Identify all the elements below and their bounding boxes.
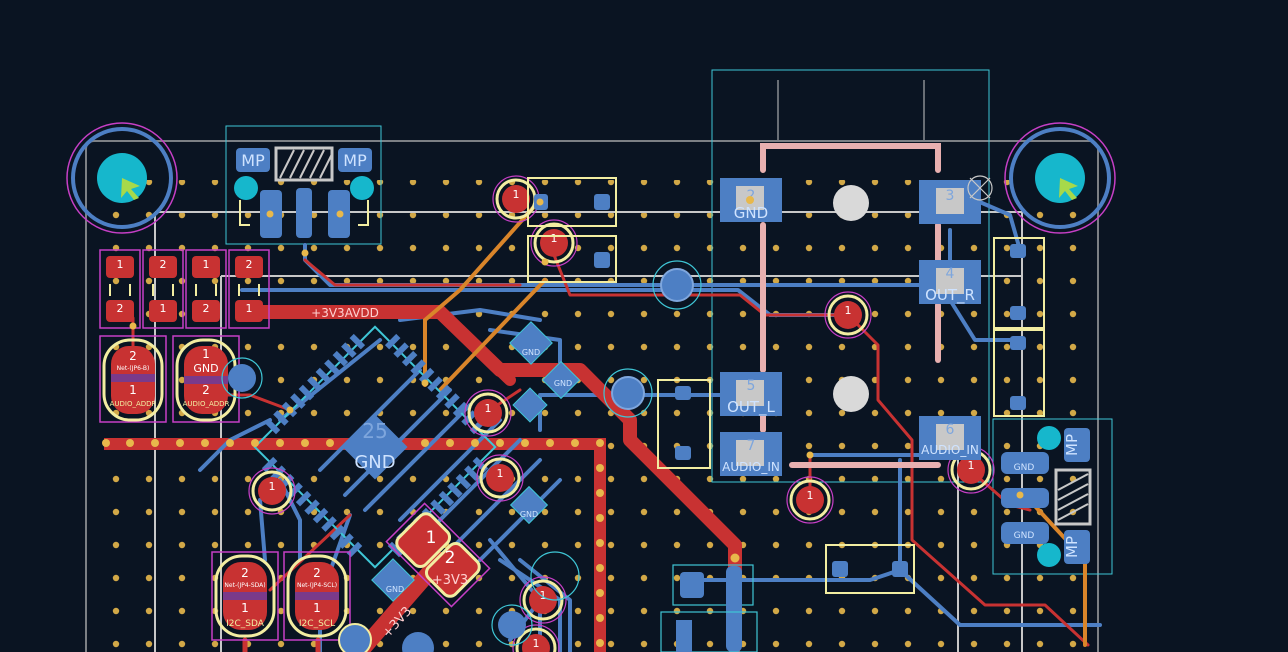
- cursor-arrow-icon: [1059, 178, 1078, 200]
- jumper-mp-top[interactable]: MP MP: [234, 146, 374, 238]
- pad-number: 1: [203, 258, 210, 271]
- pad-number: 2: [129, 349, 137, 363]
- pad-net: AUDIO_IN: [921, 443, 979, 457]
- pad-number: 1: [313, 601, 321, 615]
- pad-number: 2: [747, 188, 756, 204]
- ref-label: AUDIO_ADDR: [110, 400, 157, 408]
- pad-number: 2: [202, 383, 210, 397]
- ic-pad-net: GND: [354, 452, 395, 473]
- net-label: Net-(JP6-B): [117, 365, 150, 372]
- pad-number: 4: [946, 266, 955, 282]
- ref-label: I2C_SCL: [299, 619, 335, 629]
- bottom-components[interactable]: [660, 564, 758, 652]
- pad-number: 2: [241, 566, 249, 580]
- pad-net: GND: [734, 204, 768, 222]
- jumper-addr-left[interactable]: 2 Net-(JP6-B) 1 AUDIO_ADDR: [99, 335, 167, 423]
- net-label-3v3avdd: +3V3AVDD: [311, 306, 379, 320]
- pad-net: OUT_R: [925, 286, 975, 305]
- pad-number: 7: [747, 438, 756, 454]
- front-copper-traces: [131, 243, 1090, 652]
- ref-label: I2C_SDA: [226, 619, 265, 629]
- pad-number: 1: [241, 601, 249, 615]
- mounting-hole-right: [1004, 122, 1116, 234]
- audio-jack[interactable]: 2 GND 3 4 OUT_R 5 OUT_L 6 AUDIO_IN 7 AUD…: [720, 178, 981, 476]
- pad-number: 1: [485, 402, 492, 415]
- mp-label-bottom: MP: [1063, 536, 1081, 558]
- connector-right[interactable]: GND GND MP MP: [1001, 426, 1092, 567]
- net-label: GND: [193, 362, 218, 375]
- drill-marker: [967, 175, 993, 201]
- jack-silkscreen: [760, 143, 941, 468]
- pad-number: 1: [129, 383, 137, 397]
- pad-net: AUDIO_IN: [722, 460, 780, 474]
- net-label: Net-(JP4-SDA): [224, 582, 265, 589]
- mp-label-right: MP: [343, 151, 367, 170]
- resistor-array[interactable]: 1 2 2 1 1 2 2 1: [99, 249, 270, 329]
- mp-label-left: MP: [241, 151, 265, 170]
- pad-number: 2: [203, 302, 210, 315]
- pad-number: 1: [202, 347, 210, 361]
- pad-net: GND: [554, 379, 572, 388]
- test-point[interactable]: 1: [519, 576, 567, 624]
- pad-net: OUT_L: [727, 398, 775, 417]
- pad-number: 2: [313, 566, 321, 580]
- ic-pad-number: 25: [362, 419, 387, 443]
- trace-vias: [129, 196, 1024, 563]
- pad-number: 1: [513, 188, 520, 201]
- pad-net: GND: [1014, 463, 1035, 473]
- jumper-i2c-scl[interactable]: 2 Net-(JP4-SCL) 1 I2C_SCL: [283, 551, 351, 641]
- pad-net: GND: [522, 348, 540, 357]
- pad-number: 1: [160, 302, 167, 315]
- pad-number: 1: [269, 480, 276, 493]
- pad-net: GND: [520, 510, 538, 519]
- pad-number: 1: [540, 589, 547, 602]
- pad-number: 1: [845, 304, 852, 317]
- test-point[interactable]: 1: [786, 476, 834, 524]
- small-resistor-pads: [534, 194, 1026, 577]
- pad-net: GND: [1014, 531, 1035, 541]
- pad-number: 1: [807, 489, 814, 502]
- pad-number: 1: [968, 459, 975, 472]
- test-point[interactable]: 1: [464, 389, 512, 437]
- test-point[interactable]: 1: [248, 467, 296, 515]
- test-point[interactable]: 1: [824, 291, 872, 339]
- cursor-arrow-icon: [121, 178, 140, 200]
- pad-number: 5: [747, 378, 756, 394]
- back-test-points[interactable]: [221, 260, 702, 652]
- pad-number: 2: [160, 258, 167, 271]
- pad-number: 1: [246, 302, 253, 315]
- pad-number: 6: [946, 422, 955, 438]
- pad-number: 1: [426, 528, 437, 548]
- net-label: +3V3: [432, 573, 468, 588]
- right-resistor-outlines: [993, 237, 1045, 417]
- small-resistors[interactable]: [527, 177, 915, 594]
- zone-vias: [102, 439, 604, 647]
- pad-number: 2: [117, 302, 124, 315]
- pad-number: 2: [246, 258, 253, 271]
- ref-label: AUDIO_ADDR: [183, 400, 230, 408]
- test-point[interactable]: 1: [476, 454, 524, 502]
- pad-number: 1: [551, 232, 558, 245]
- capacitor-center[interactable]: 1 2 +3V3: [385, 502, 491, 608]
- pad-number: 1: [117, 258, 124, 271]
- test-point[interactable]: 1: [512, 624, 560, 652]
- pad-net: GND: [386, 585, 404, 594]
- pad-number: 2: [445, 548, 456, 568]
- jumper-i2c-sda[interactable]: 2 Net-(JP4-SDA) 1 I2C_SDA: [211, 551, 279, 641]
- pad-number: 1: [533, 637, 540, 650]
- mp-label-top: MP: [1063, 434, 1081, 456]
- pad-number: 3: [946, 188, 955, 204]
- pad-number: 1: [497, 467, 504, 480]
- gnd-pads[interactable]: GND GND GND GND: [371, 321, 581, 602]
- mounting-hole-left: [66, 122, 178, 234]
- net-label: Net-(JP4-SCL): [297, 582, 337, 589]
